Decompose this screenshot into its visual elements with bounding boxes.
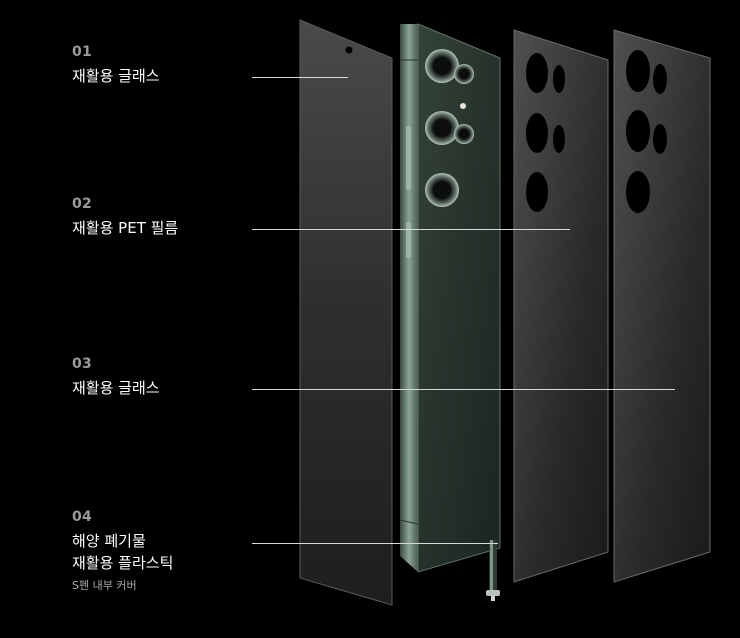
power-button <box>406 222 411 258</box>
back-glass-panel <box>613 29 711 583</box>
leader-line-03 <box>252 389 675 390</box>
item-number: 03 <box>72 356 93 372</box>
item-number: 01 <box>72 44 93 60</box>
volume-button <box>406 126 411 190</box>
leader-line-01 <box>252 77 348 78</box>
item-title: 재활용 PET 필름 <box>72 219 179 237</box>
s-pen <box>486 540 500 601</box>
item-number: 02 <box>72 196 93 212</box>
pet-film-panel <box>513 29 609 583</box>
front-glass-panel <box>299 19 393 606</box>
item-title-line-1: 해양 폐기물 <box>72 532 146 550</box>
front-camera-hole <box>345 46 353 54</box>
item-title: 재활용 글래스 <box>72 67 160 85</box>
item-title: 재활용 글래스 <box>72 379 160 397</box>
leader-line-04 <box>252 543 498 544</box>
item-number: 04 <box>72 509 93 525</box>
label-item-02: 02 재활용 PET 필름 <box>72 195 178 239</box>
phone-body <box>399 23 501 601</box>
label-item-01: 01 재활용 글래스 <box>72 43 160 87</box>
label-item-04: 04 해양 폐기물 재활용 플라스틱 S펜 내부 커버 <box>72 508 173 594</box>
item-title-line-2: 재활용 플라스틱 <box>72 554 174 572</box>
camera-lenses <box>425 49 474 207</box>
item-subtitle: S펜 내부 커버 <box>72 579 137 592</box>
flash-icon <box>460 103 466 109</box>
label-item-03: 03 재활용 글래스 <box>72 355 160 399</box>
leader-line-02 <box>252 229 570 230</box>
